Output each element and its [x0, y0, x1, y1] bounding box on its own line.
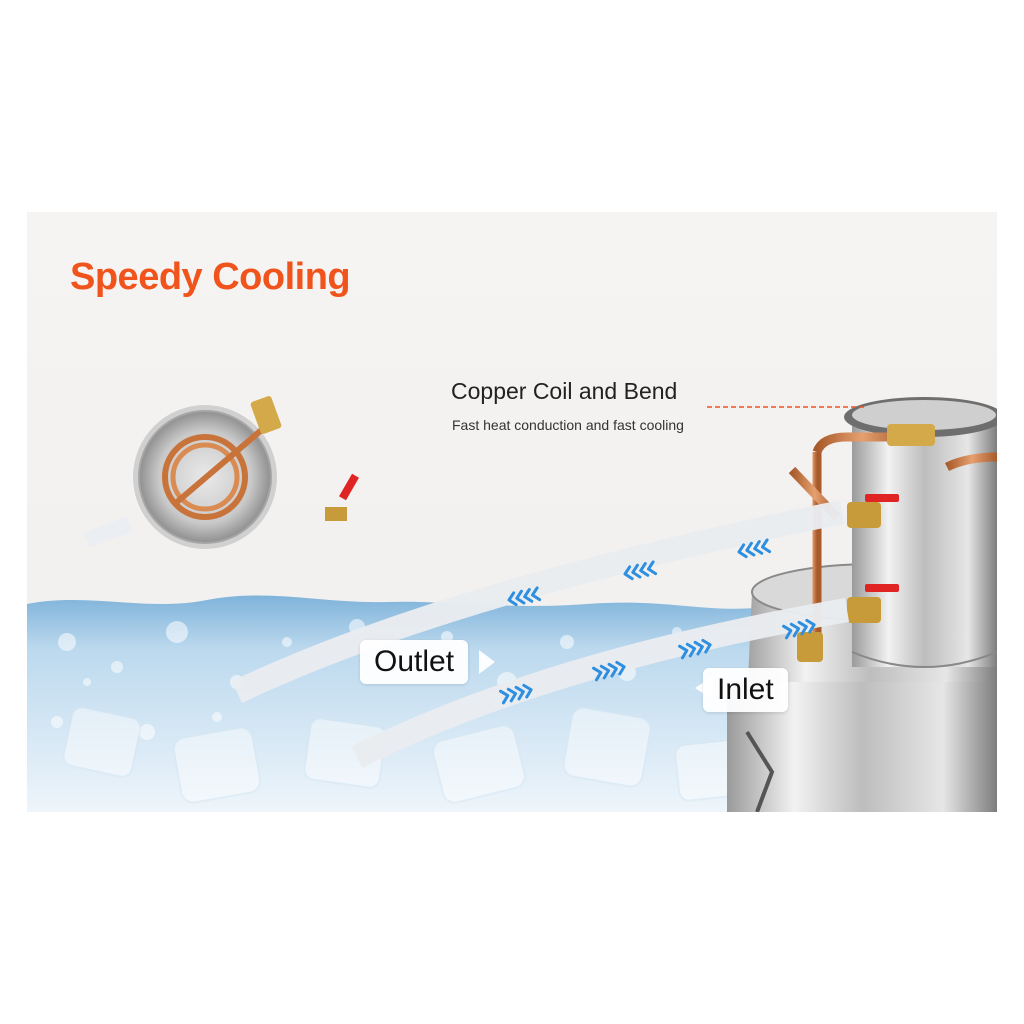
flow-arrow-icon	[499, 683, 533, 705]
flow-arrow-icon	[678, 638, 712, 660]
outlet-flow-arrows	[507, 538, 772, 607]
outlet-callout: Outlet	[360, 640, 469, 684]
flow-arrow-icon	[737, 538, 772, 559]
flow-arrow-icon	[623, 560, 658, 581]
feature-title: Copper Coil and Bend	[451, 378, 678, 404]
inlet-callout: Inlet	[703, 668, 788, 712]
inlet-hose	[351, 598, 850, 768]
flow-arrow-icon	[782, 618, 816, 640]
banner-illustration	[27, 396, 997, 812]
headline: Speedy Cooling	[70, 256, 351, 298]
feature-subtitle: Fast heat conduction and fast cooling	[452, 417, 684, 433]
coil-top-view-image	[83, 396, 359, 549]
outlet-callout-pointer	[479, 650, 495, 674]
product-banner: Speedy Cooling Copper Coil and Bend Fast…	[27, 212, 997, 812]
inlet-flow-arrows	[499, 618, 816, 705]
outlet-hose	[231, 500, 845, 703]
ice-water-image	[27, 595, 767, 812]
flow-arrow-icon	[507, 586, 542, 607]
flow-arrow-icon	[592, 660, 626, 682]
